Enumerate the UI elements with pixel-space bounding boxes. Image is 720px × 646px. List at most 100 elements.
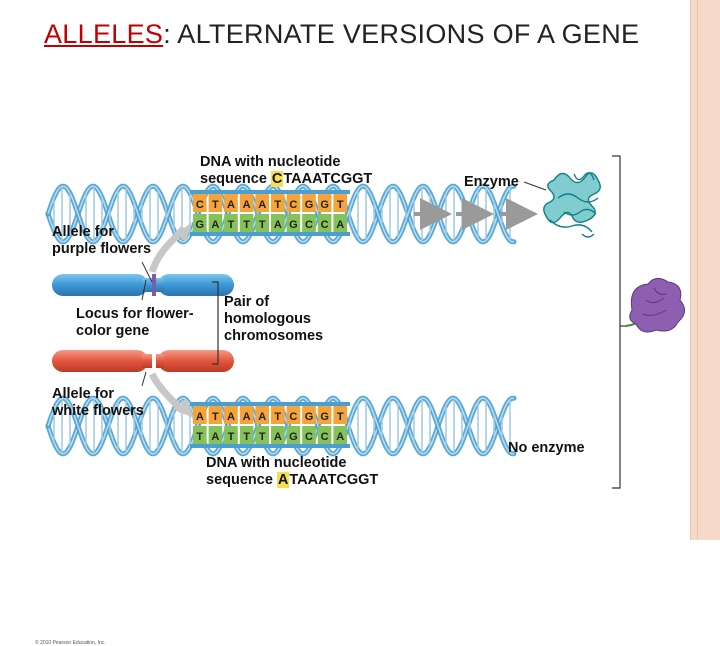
top-strand1-base [302,194,316,212]
top-strand2-base [271,214,285,232]
top-strand1-base [239,194,254,212]
top-dna-rest: TAAATCGGT [283,171,373,187]
homologous-label: Pair of homologous chromosomes [224,294,324,344]
phenotype-bracket [612,155,621,489]
top-strand1-letter: C [289,199,297,211]
bottom-strand2-letter: T [228,431,235,443]
bottom-strand1-base [255,406,269,424]
bottom-strand2-base [271,426,285,444]
top-strand2-letter: A [274,219,282,231]
enzyme-label: Enzyme [464,174,519,190]
bottom-strand2-base [224,426,238,444]
slide-right-border [690,0,720,540]
bottom-dna-rest: TAAATCGGT [289,472,379,488]
top-strand1-letter: A [258,199,266,211]
top-strand2-letter: C [305,219,313,231]
allele-white-label: Allele for white flowers [52,386,144,419]
top-strand1-letter: A [243,199,251,211]
bottom-strand1-letter: T [337,411,344,423]
top-strand1-base [333,194,347,212]
top-strand2-base [302,214,316,232]
top-strand2-base [286,214,301,232]
slide-border-line [690,0,691,540]
bottom-strand1-base [317,406,332,424]
bottom-dna-label-prefix: sequence [206,472,277,488]
top-strand1-letter: T [274,199,281,211]
top-strand1-base [224,194,238,212]
bottom-strand1-base [333,406,347,424]
bottom-strand1-base [208,406,223,424]
no-enzyme-label: No enzyme [508,440,585,456]
bottom-dna-label-line1: DNA with nucleotide [206,455,347,471]
top-strand2-base [193,214,207,232]
top-strand2-letter: T [259,219,266,231]
bottom-strand1-letter: T [274,411,281,423]
bottom-strand1-letter: A [258,411,266,423]
bottom-strand1-letter: A [243,411,251,423]
bottom-strand1-base [271,406,285,424]
top-strand1-base [271,194,285,212]
top-strand2-base [317,214,332,232]
top-strand2-base [239,214,254,232]
top-strand2-letter: G [289,219,298,231]
bottom-strand1-letter: C [289,411,297,423]
bottom-strand2-base [193,426,207,444]
bottom-strand2-letter: G [289,431,298,443]
top-dna-label: DNA with nucleotide sequence CTAAATCGGT [200,154,372,188]
top-strand2-letter: C [321,219,329,231]
bottom-strand2-base [333,426,347,444]
top-strand1-letter: C [196,199,204,211]
top-strand2-base [224,214,238,232]
top-strand2-base [333,214,347,232]
top-strand1-base [317,194,332,212]
top-dna-label-line1: DNA with nucleotide [200,154,341,170]
top-strand2-letter: T [243,219,250,231]
top-strand2-letter: G [196,219,205,231]
top-strand2-letter: A [211,219,219,231]
top-strand2-base [208,214,223,232]
bottom-strand2-base [317,426,332,444]
bottom-strand2-base [302,426,316,444]
top-strand1-letter: A [227,199,235,211]
allele-purple-label: Allele for purple flowers [52,224,152,257]
top-strand2-letter: A [336,219,344,231]
title-keyword: ALLELES [44,19,164,49]
enzyme-protein [543,172,601,238]
top-strand1-letter: G [320,199,329,211]
homologous-bracket [212,281,219,365]
red-chromosome [52,350,234,372]
top-strand2-base [255,214,269,232]
slide-border-line [697,0,698,540]
top-strand1-letter: G [305,199,314,211]
bottom-strand2-letter: T [196,431,203,443]
slide-title: ALLELES: ALTERNATE VERSIONS OF A GENE [44,16,664,52]
bottom-strand1-base [224,406,238,424]
purple-allele-locus [152,274,156,296]
bottom-strand1-letter: G [305,411,314,423]
bottom-strand1-base [193,406,207,424]
bottom-strand1-base [302,406,316,424]
top-strand1-base [255,194,269,212]
white-allele-locus [152,350,156,372]
bottom-dna-label: DNA with nucleotide sequence ATAAATCGGT [206,455,378,489]
top-dna-first-base: C [270,171,284,187]
bottom-strand1-letter: A [227,411,235,423]
bottom-strand2-letter: T [243,431,250,443]
top-strand2-letter: T [228,219,235,231]
bottom-strand1-letter: G [320,411,329,423]
bottom-strand1-base [286,406,301,424]
bottom-strand1-letter: T [212,411,219,423]
bottom-strand2-letter: C [321,431,329,443]
bottom-strand2-base [239,426,254,444]
bottom-dna-first-base: A [276,472,290,488]
bottom-strand2-letter: A [211,431,219,443]
bottom-strand2-base [286,426,301,444]
title-rest: : ALTERNATE VERSIONS OF A GENE [163,19,640,49]
bottom-strand2-letter: A [336,431,344,443]
top-dna-label-prefix: sequence [200,171,271,187]
bottom-strand2-letter: A [274,431,282,443]
bottom-strand2-base [208,426,223,444]
